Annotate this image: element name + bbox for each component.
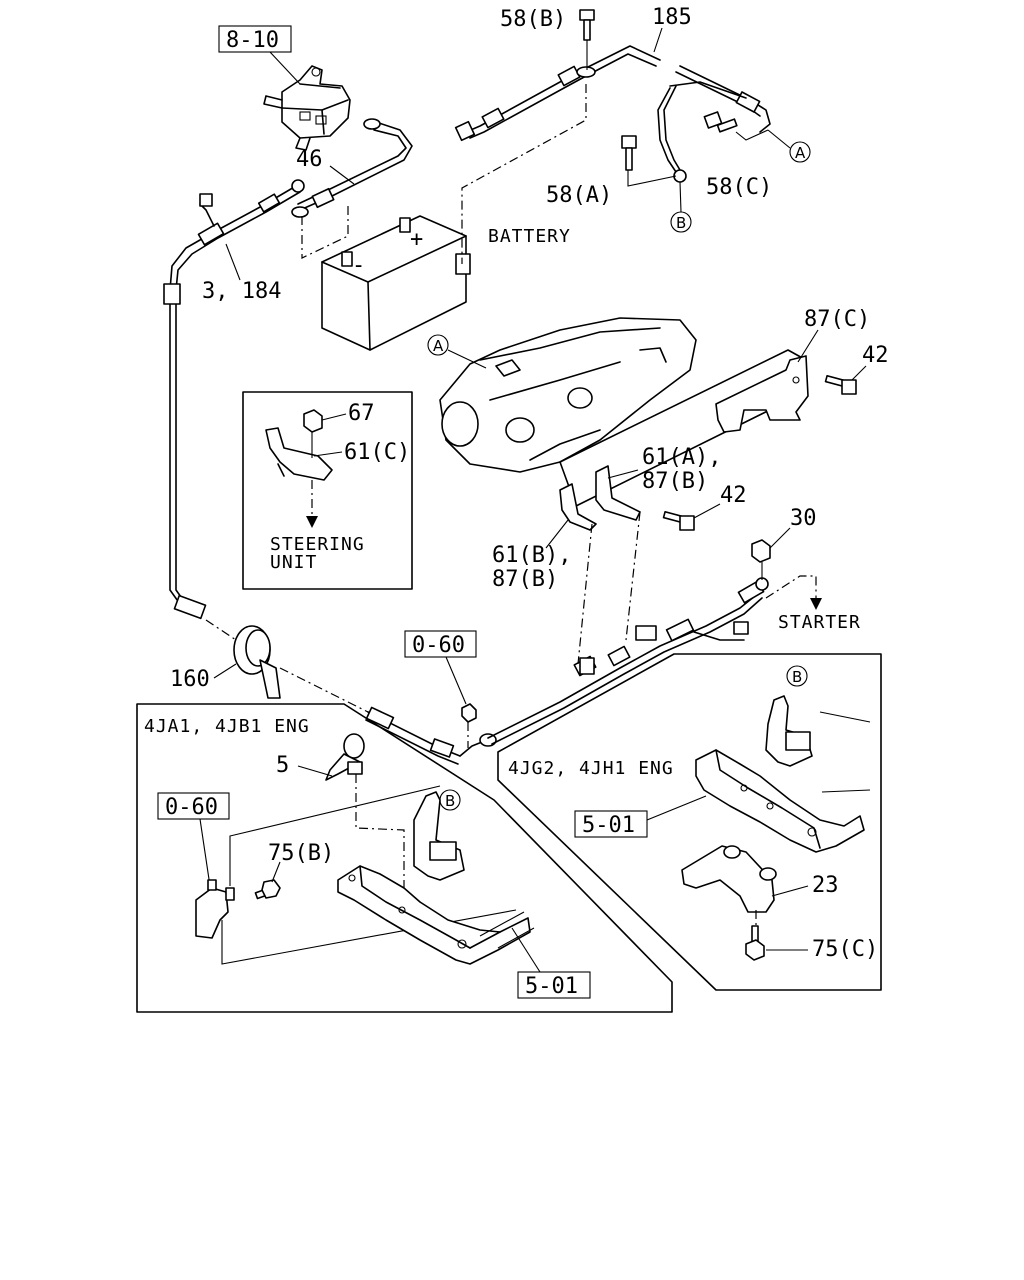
box-8-10 [218, 25, 292, 53]
clamp-160 [233, 625, 281, 699]
label-67: 67 [348, 401, 375, 426]
nut-0-60 [461, 703, 477, 723]
bolt-75c [745, 925, 765, 961]
label-42-mid: 42 [720, 483, 747, 508]
label-87b-a: 87(B) [642, 469, 708, 494]
battery [321, 215, 471, 351]
ref-b-right: B [792, 668, 802, 686]
relay-unit [263, 65, 351, 151]
label-46: 46 [296, 147, 323, 172]
label-75c: 75(C) [812, 937, 878, 962]
nut-30 [751, 539, 771, 563]
bracket-61b [559, 483, 597, 531]
label-unit: UNIT [270, 552, 317, 573]
label-58a: 58(A) [546, 183, 612, 208]
label-185: 185 [652, 5, 692, 30]
bracket-61a [595, 465, 641, 521]
inset-4jg2-box [497, 653, 882, 991]
clamp-5 [325, 733, 365, 781]
label-5-01-left: 5-01 [525, 974, 578, 999]
ref-a-top: A [795, 144, 806, 162]
label-3-184: 3, 184 [202, 279, 281, 304]
bracket-0-60 [195, 879, 235, 939]
label-0-60-left: 0-60 [165, 795, 218, 820]
bolt-58c [703, 111, 738, 133]
ref-b-circle-left [439, 789, 461, 811]
crossmember-left [337, 791, 535, 965]
ref-a-circle-top [789, 141, 811, 163]
bolt-42-top [824, 374, 857, 395]
box-0-60-left [157, 792, 230, 820]
nut-67 [303, 409, 323, 433]
label-0-60-top: 0-60 [412, 633, 465, 658]
bracket-87c [715, 355, 809, 433]
inset-4ja1-box [136, 703, 673, 1013]
label-5-01-right: 5-01 [582, 813, 635, 838]
cable-46 [291, 118, 413, 218]
label-42-top: 42 [862, 343, 889, 368]
steering-bracket [265, 427, 333, 481]
ref-b-circle-right [786, 665, 808, 687]
bolt-42-mid [662, 510, 695, 531]
ref-a-circle-engine [427, 334, 449, 356]
label-75b: 75(B) [268, 841, 334, 866]
label-5: 5 [276, 753, 289, 778]
label-58c: 58(C) [706, 175, 772, 200]
ref-b-left: B [445, 792, 455, 810]
starter-harness [487, 577, 769, 745]
crossmember-right [695, 695, 871, 853]
label-steering: STEERING [270, 534, 365, 555]
cable-185 [454, 45, 771, 183]
ref-a-engine: A [433, 337, 444, 355]
label-87c: 87(C) [804, 307, 870, 332]
label-61b: 61(B), [492, 543, 571, 568]
label-58b: 58(B) [500, 7, 566, 32]
ref-b-top: B [676, 214, 686, 232]
bolt-58b [579, 9, 595, 41]
battery-plus-sign: + [410, 227, 423, 252]
cable-3-184 [163, 179, 305, 605]
label-61c: 61(C) [344, 440, 410, 465]
label-starter: STARTER [778, 612, 861, 633]
box-0-60-top [404, 630, 477, 658]
box-5-01-left [517, 971, 591, 999]
label-eng-left: 4JA1, 4JB1 ENG [144, 716, 310, 737]
label-eng-right: 4JG2, 4JH1 ENG [508, 758, 674, 779]
label-8-10: 8-10 [226, 28, 279, 53]
label-61a: 61(A), [642, 445, 721, 470]
label-160: 160 [170, 667, 210, 692]
label-87b-b: 87(B) [492, 567, 558, 592]
battery-minus-sign: - [352, 253, 365, 278]
bracket-23 [681, 845, 777, 913]
label-23: 23 [812, 873, 839, 898]
label-30: 30 [790, 506, 817, 531]
bolt-58a [621, 135, 637, 171]
steering-inset-box [242, 391, 413, 590]
bolt-75b [254, 879, 281, 900]
box-5-01-right [574, 810, 648, 838]
cable-lower [173, 594, 497, 765]
engine [439, 317, 697, 473]
label-battery: BATTERY [488, 226, 571, 247]
